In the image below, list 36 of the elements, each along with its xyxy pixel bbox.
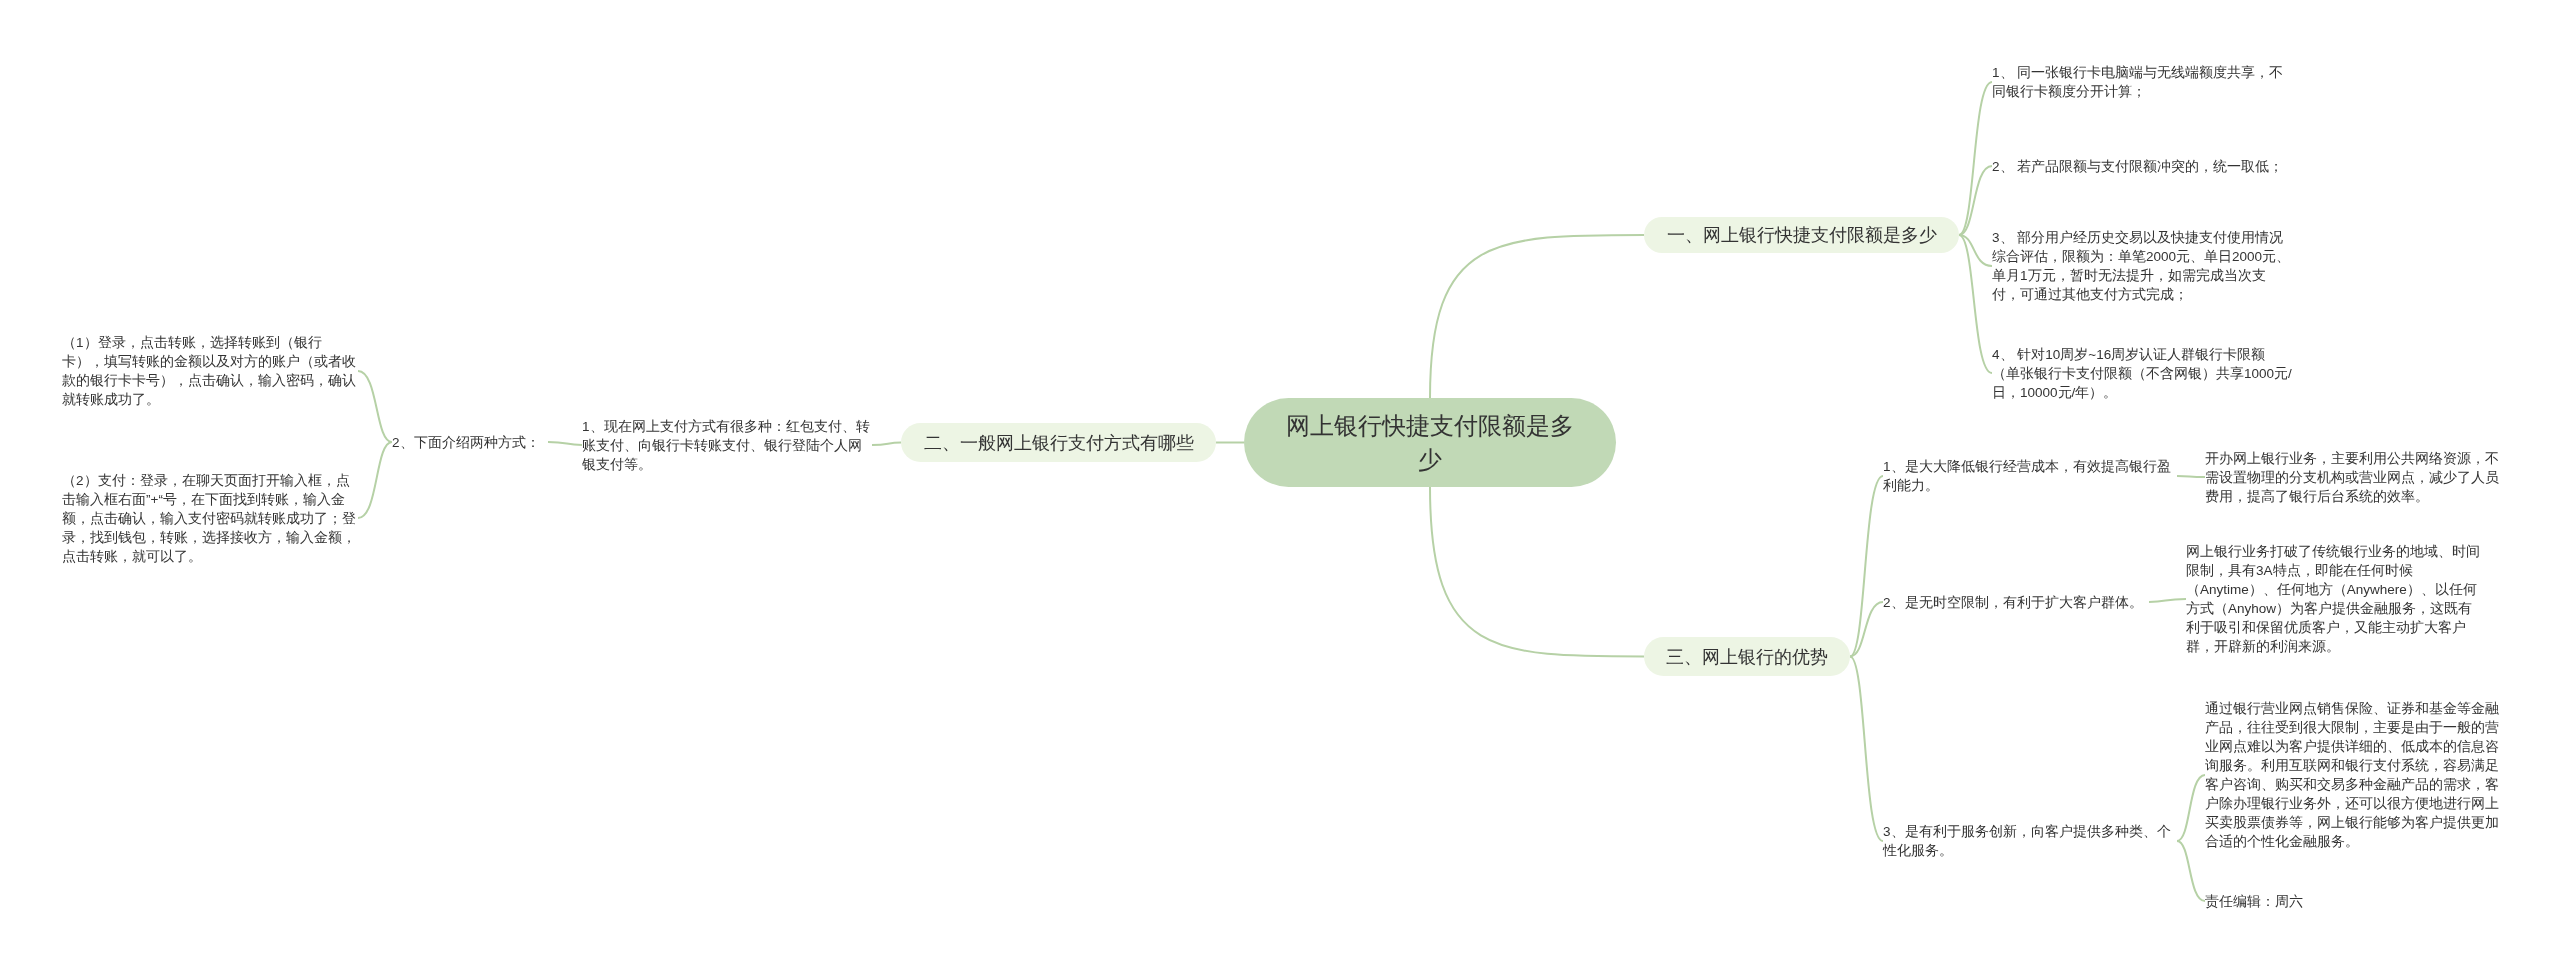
connector-line <box>1849 475 1884 658</box>
connector-line <box>1429 486 1645 658</box>
topic-text: 开办网上银行业务，主要利用公共网络资源，不需设置物理的分支机构或营业网点，减少了人员费用，提高了银行后台系统的效率。 <box>2205 444 2505 510</box>
connector-line <box>1429 234 1645 399</box>
connector-line <box>2176 774 2206 842</box>
connector-line <box>1958 165 1993 236</box>
topic-text: 1、是大大降低银行经营成本，有效提高银行盈利能力。 <box>1883 455 2177 497</box>
topic-text: （1）登录，点击转账，选择转账到（银行卡），填写转账的金额以及对方的账户（或者收款的银行卡卡号），点击确认，输入密码，确认就转账成功了。 <box>62 318 358 424</box>
connector-line <box>2176 475 2206 478</box>
branch-topic: 三、网上银行的优势 <box>1644 637 1850 676</box>
topic-text: （2）支付：登录，在聊天页面打开输入框，点击输入框右面”+“号，在下面找到转账，输入金额，点击确认，输入支付密码就转账成功了；登录，找到钱包，转账，选择接收方，输入金额，点击转账，就可以了。 <box>62 456 358 580</box>
topic-text: 2、下面介绍两种方式： <box>392 428 548 456</box>
branch-topic: 一、网上银行快捷支付限额是多少 <box>1644 217 1959 253</box>
topic-text: 3、 部分用户经历史交易以及快捷支付使用情况综合评估，限额为：单笔2000元、单日2000元、单月1万元，暂时无法提升，如需完成当次支付，可通过其他支付方式完成； <box>1992 224 2292 308</box>
topic-text: 2、 若产品限额与支付限额冲突的，统一取低； <box>1992 144 2292 188</box>
connector-line <box>1215 441 1245 444</box>
connector-line <box>871 441 902 446</box>
topic-text: 通过银行营业网点销售保险、证券和基金等金融产品，往往受到很大限制，主要是由于一般的营业网点难以为客户提供详细的、低成本的信息咨询服务。利用互联网和银行支付系统，容易满足客户咨询、购买和交易多种金融产品的需求，客户除办理银行业务外，还可以很方便地进行网上买卖股票债券等，网上银行能够为客户提供更加合适的个性化金融服务。 <box>2205 692 2505 858</box>
connector-line <box>1958 81 1993 236</box>
connector-line <box>357 370 393 443</box>
branch-topic: 二、一般网上银行支付方式有哪些 <box>901 423 1216 462</box>
topic-text: 4、 针对10周岁~16周岁认证人群银行卡限额（单张银行卡支付限额（不含网银）共享1000元/日，10000元/年）。 <box>1992 340 2292 406</box>
topic-text: 1、 同一张银行卡电脑端与无线端额度共享，不同银行卡额度分开计算； <box>1992 60 2292 104</box>
connector-line <box>2176 840 2206 902</box>
topic-text: 网上银行业务打破了传统银行业务的地域、时间限制，具有3A特点，即能在任何时候（Anytime）、任何地方（Anywhere）、以任何方式（Anyhow）为客户提供金融服务，这既有利于吸引和保留优质客户，又能主动扩大客户群，开辟新的利润来源。 <box>2186 536 2486 662</box>
connector-line <box>1849 655 1884 842</box>
topic-text: 责任编辑：周六 <box>2205 888 2335 914</box>
central-topic: 网上银行快捷支付限额是多少 <box>1244 398 1616 487</box>
connector-line <box>1958 234 1993 374</box>
topic-text: 2、是无时空限制，有利于扩大客户群体。 <box>1883 588 2149 616</box>
topic-text: 1、现在网上支付方式有很多种：红包支付、转账支付、向银行卡转账支付、银行登陆个人网银支付等。 <box>582 404 872 486</box>
connector-line <box>1849 601 1884 658</box>
topic-text: 3、是有利于服务创新，向客户提供多种类、个性化服务。 <box>1883 820 2177 862</box>
connector-line <box>2148 598 2187 603</box>
connector-line <box>357 441 393 519</box>
connector-line <box>547 441 583 446</box>
